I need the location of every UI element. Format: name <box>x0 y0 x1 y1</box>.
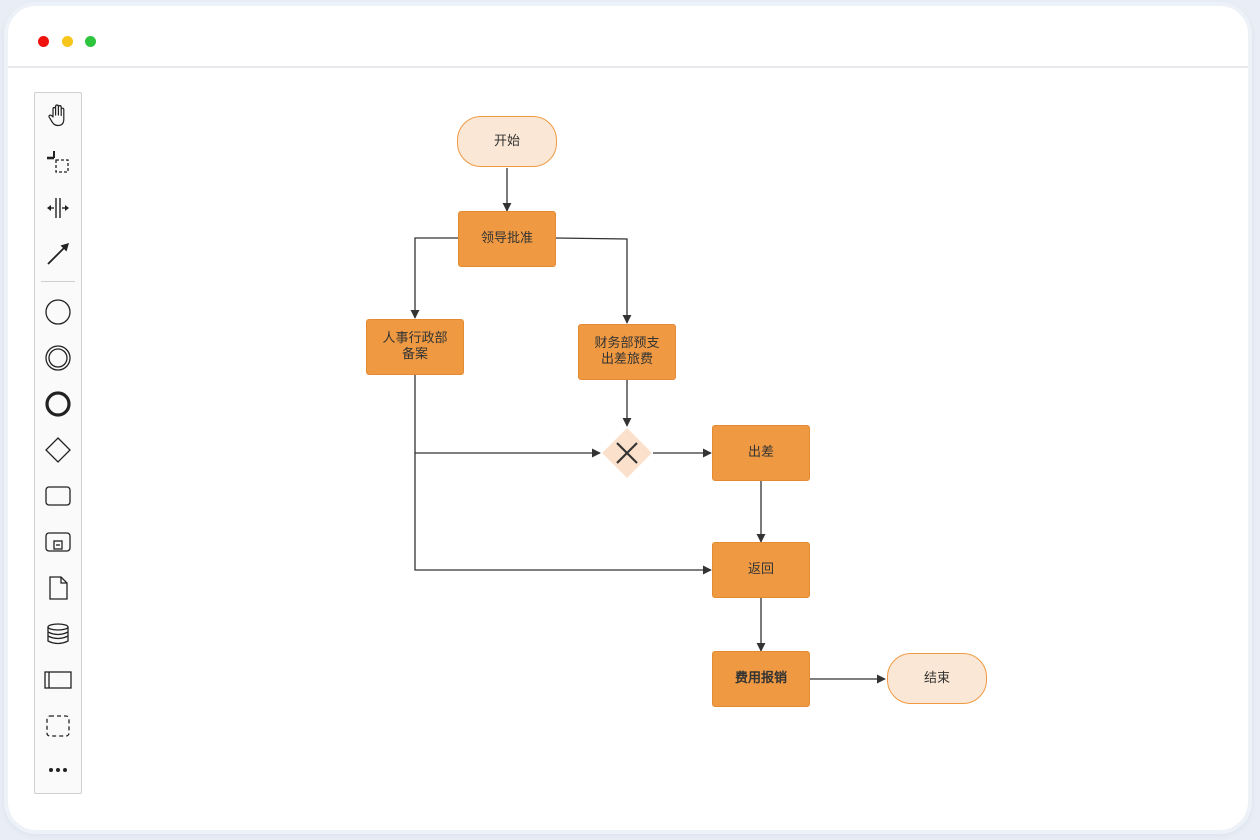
more-tool[interactable] <box>41 753 75 787</box>
end-event-tool[interactable] <box>41 387 75 421</box>
space-icon <box>47 198 69 218</box>
database-icon <box>47 623 69 645</box>
hand-icon <box>48 104 65 127</box>
rounded-rect-icon <box>45 486 71 506</box>
toolbar-divider <box>41 281 75 282</box>
data-store-tool[interactable] <box>41 617 75 651</box>
diamond-icon <box>45 437 71 463</box>
palette-toolbar <box>34 92 82 794</box>
exclusive-gateway[interactable] <box>602 428 652 478</box>
circle-icon <box>45 299 71 325</box>
pool-tool[interactable] <box>41 663 75 697</box>
task-reimbursement[interactable]: 费用报销 <box>712 651 810 707</box>
minimize-window-button[interactable] <box>62 36 73 47</box>
task-finance-advance[interactable]: 财务部预支 出差旅费 <box>578 324 676 380</box>
bold-circle-icon <box>45 391 71 417</box>
start-event-tool[interactable] <box>41 295 75 329</box>
subprocess-icon <box>45 532 71 552</box>
task-tool[interactable] <box>41 479 75 513</box>
data-object-tool[interactable] <box>41 571 75 605</box>
group-tool[interactable] <box>41 709 75 743</box>
x-icon <box>616 442 638 464</box>
pool-icon <box>44 671 72 689</box>
more-icon <box>49 768 67 772</box>
edge-approval-to-finance[interactable] <box>554 237 632 324</box>
task-business-trip[interactable]: 出差 <box>712 425 810 481</box>
start-event[interactable]: 开始 <box>457 116 557 167</box>
task-return[interactable]: 返回 <box>712 542 810 598</box>
task-leader-approval[interactable]: 领导批准 <box>458 211 556 267</box>
hand-tool[interactable] <box>41 99 75 133</box>
dashed-rect-icon <box>46 715 70 737</box>
edge-approval-to-hr[interactable] <box>410 237 459 319</box>
lasso-tool[interactable] <box>41 145 75 179</box>
arrow-icon <box>47 243 69 265</box>
maximize-window-button[interactable] <box>85 36 96 47</box>
lasso-icon <box>47 151 69 173</box>
intermediate-event-tool[interactable] <box>41 341 75 375</box>
document-icon <box>49 576 68 600</box>
app-window: 开始 领导批准 人事行政部 备案 财务部预支 出差旅费 出差 返回 费用报销 结… <box>8 6 1248 830</box>
subprocess-tool[interactable] <box>41 525 75 559</box>
edge-hr-to-gateway[interactable] <box>414 374 601 458</box>
gateway-tool[interactable] <box>41 433 75 467</box>
title-bar <box>8 6 1248 68</box>
end-event[interactable]: 结束 <box>887 653 987 704</box>
close-window-button[interactable] <box>38 36 49 47</box>
diagram-canvas[interactable]: 开始 领导批准 人事行政部 备案 财务部预支 出差旅费 出差 返回 费用报销 结… <box>8 6 1248 830</box>
edge-hr-to-return[interactable] <box>414 453 712 575</box>
task-hr-filing[interactable]: 人事行政部 备案 <box>366 319 464 375</box>
space-tool[interactable] <box>41 191 75 225</box>
double-circle-icon <box>45 345 71 371</box>
edge-layer <box>410 168 886 684</box>
connect-tool[interactable] <box>41 237 75 271</box>
